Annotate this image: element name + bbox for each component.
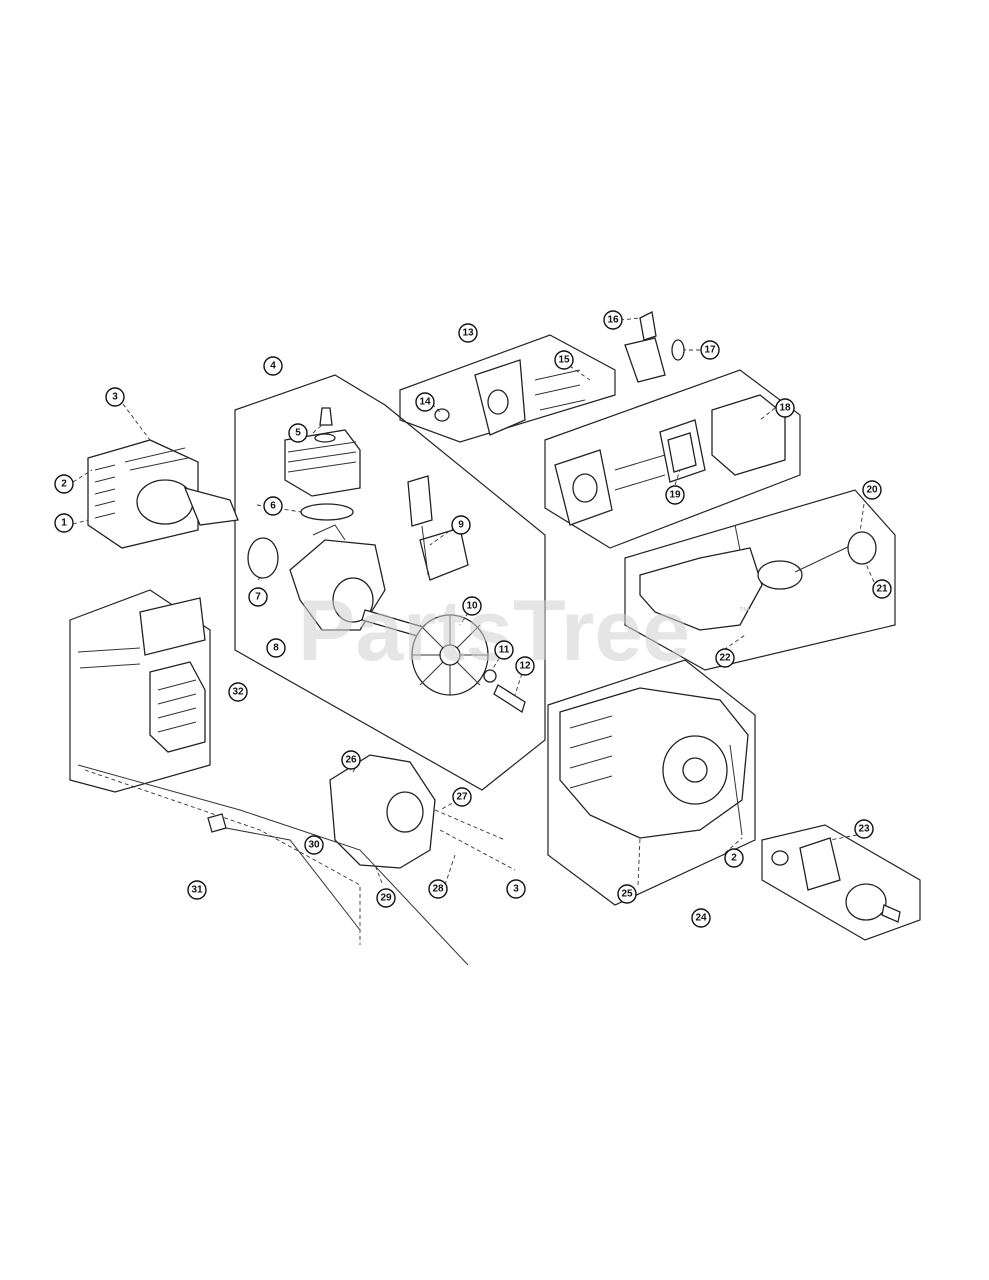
clutch-housing [329, 754, 516, 871]
svg-text:15: 15 [558, 355, 570, 366]
svg-text:5: 5 [295, 428, 301, 439]
crankcase [289, 524, 441, 643]
frame-engine-housing [547, 659, 756, 906]
callout-8: 8 [266, 638, 286, 658]
svg-text:26: 26 [345, 755, 357, 766]
callout-20: 20 [862, 480, 882, 500]
callout-16: 16 [603, 310, 623, 330]
callout-6: 6 [263, 496, 283, 516]
svg-text:23: 23 [858, 824, 870, 835]
callout-12: 12 [515, 656, 535, 676]
carburetor [624, 311, 685, 383]
svg-text:11: 11 [499, 645, 510, 656]
svg-text:3: 3 [513, 884, 519, 895]
engine-housing [559, 687, 749, 839]
svg-text:8: 8 [273, 643, 279, 654]
frame-starter [624, 489, 896, 671]
clutch-parts [771, 837, 901, 923]
callout-14: 14 [415, 392, 435, 412]
frame-air-filter [544, 369, 801, 549]
callout-28: 28 [428, 879, 448, 899]
svg-text:13: 13 [462, 328, 474, 339]
callout-5: 5 [288, 423, 308, 443]
callout-2-housing: 2 [724, 848, 744, 868]
callouts: 1 2 3 4 5 6 7 8 9 10 11 12 13 14 15 16 1… [54, 310, 892, 928]
svg-text:7: 7 [255, 592, 261, 603]
callout-17: 17 [700, 340, 720, 360]
callout-19: 19 [665, 485, 685, 505]
callout-23: 23 [854, 819, 874, 839]
callout-11: 11 [494, 640, 514, 660]
gasket-rings [247, 503, 354, 579]
callout-26: 26 [341, 750, 361, 770]
callout-31: 31 [187, 880, 207, 900]
svg-text:12: 12 [519, 661, 531, 672]
air-filter-parts [554, 394, 786, 526]
svg-text:4: 4 [270, 361, 276, 372]
callout-24: 24 [691, 908, 711, 928]
callout-29: 29 [376, 888, 396, 908]
muffler-assembly [77, 597, 206, 753]
watermark-trademark: ™ [738, 604, 750, 618]
svg-text:28: 28 [432, 884, 444, 895]
callout-7: 7 [248, 587, 268, 607]
cylinder [284, 407, 361, 497]
engine-shroud [87, 439, 239, 549]
svg-text:22: 22 [719, 653, 731, 664]
frame-clutch [761, 824, 921, 941]
callout-18: 18 [775, 398, 795, 418]
svg-text:9: 9 [458, 520, 464, 531]
recoil-starter [639, 524, 877, 631]
svg-text:24: 24 [695, 913, 707, 924]
svg-text:18: 18 [779, 403, 791, 414]
callout-27: 27 [452, 787, 472, 807]
svg-text:3: 3 [112, 392, 118, 403]
svg-text:17: 17 [704, 345, 716, 356]
callout-32: 32 [228, 682, 248, 702]
svg-text:30: 30 [308, 840, 320, 851]
callout-25: 25 [617, 884, 637, 904]
callout-1: 1 [54, 513, 74, 533]
svg-text:1: 1 [61, 518, 67, 529]
callout-3-housing: 3 [506, 879, 526, 899]
svg-text:21: 21 [876, 584, 888, 595]
callout-15: 15 [554, 350, 574, 370]
callout-4: 4 [263, 356, 283, 376]
svg-text:19: 19 [669, 490, 681, 501]
frame-cylinder-assembly [234, 374, 546, 791]
svg-text:25: 25 [621, 889, 633, 900]
flywheel [411, 614, 526, 714]
callout-30: 30 [304, 835, 324, 855]
callout-10: 10 [462, 596, 482, 616]
frame-muffler [69, 589, 211, 793]
svg-text:10: 10 [466, 601, 478, 612]
svg-text:6: 6 [270, 501, 276, 512]
throttle-cables [77, 764, 469, 966]
svg-text:2: 2 [731, 853, 737, 864]
assembly-frames [69, 334, 921, 941]
svg-text:2: 2 [61, 479, 67, 490]
svg-text:20: 20 [866, 485, 878, 496]
ignition-coil [407, 475, 469, 581]
svg-text:27: 27 [456, 792, 468, 803]
callout-21: 21 [872, 579, 892, 599]
svg-text:32: 32 [232, 687, 244, 698]
callout-13: 13 [458, 323, 478, 343]
svg-text:14: 14 [419, 397, 431, 408]
watermark: PartsTree [298, 583, 690, 679]
carb-mount-parts [434, 359, 586, 436]
callout-3: 3 [105, 387, 125, 407]
callout-2: 2 [54, 474, 74, 494]
svg-text:29: 29 [380, 893, 392, 904]
svg-text:16: 16 [607, 315, 619, 326]
frame-carburetor-mount [399, 334, 616, 443]
callout-22: 22 [715, 648, 735, 668]
callout-9: 9 [451, 515, 471, 535]
svg-text:31: 31 [191, 885, 203, 896]
